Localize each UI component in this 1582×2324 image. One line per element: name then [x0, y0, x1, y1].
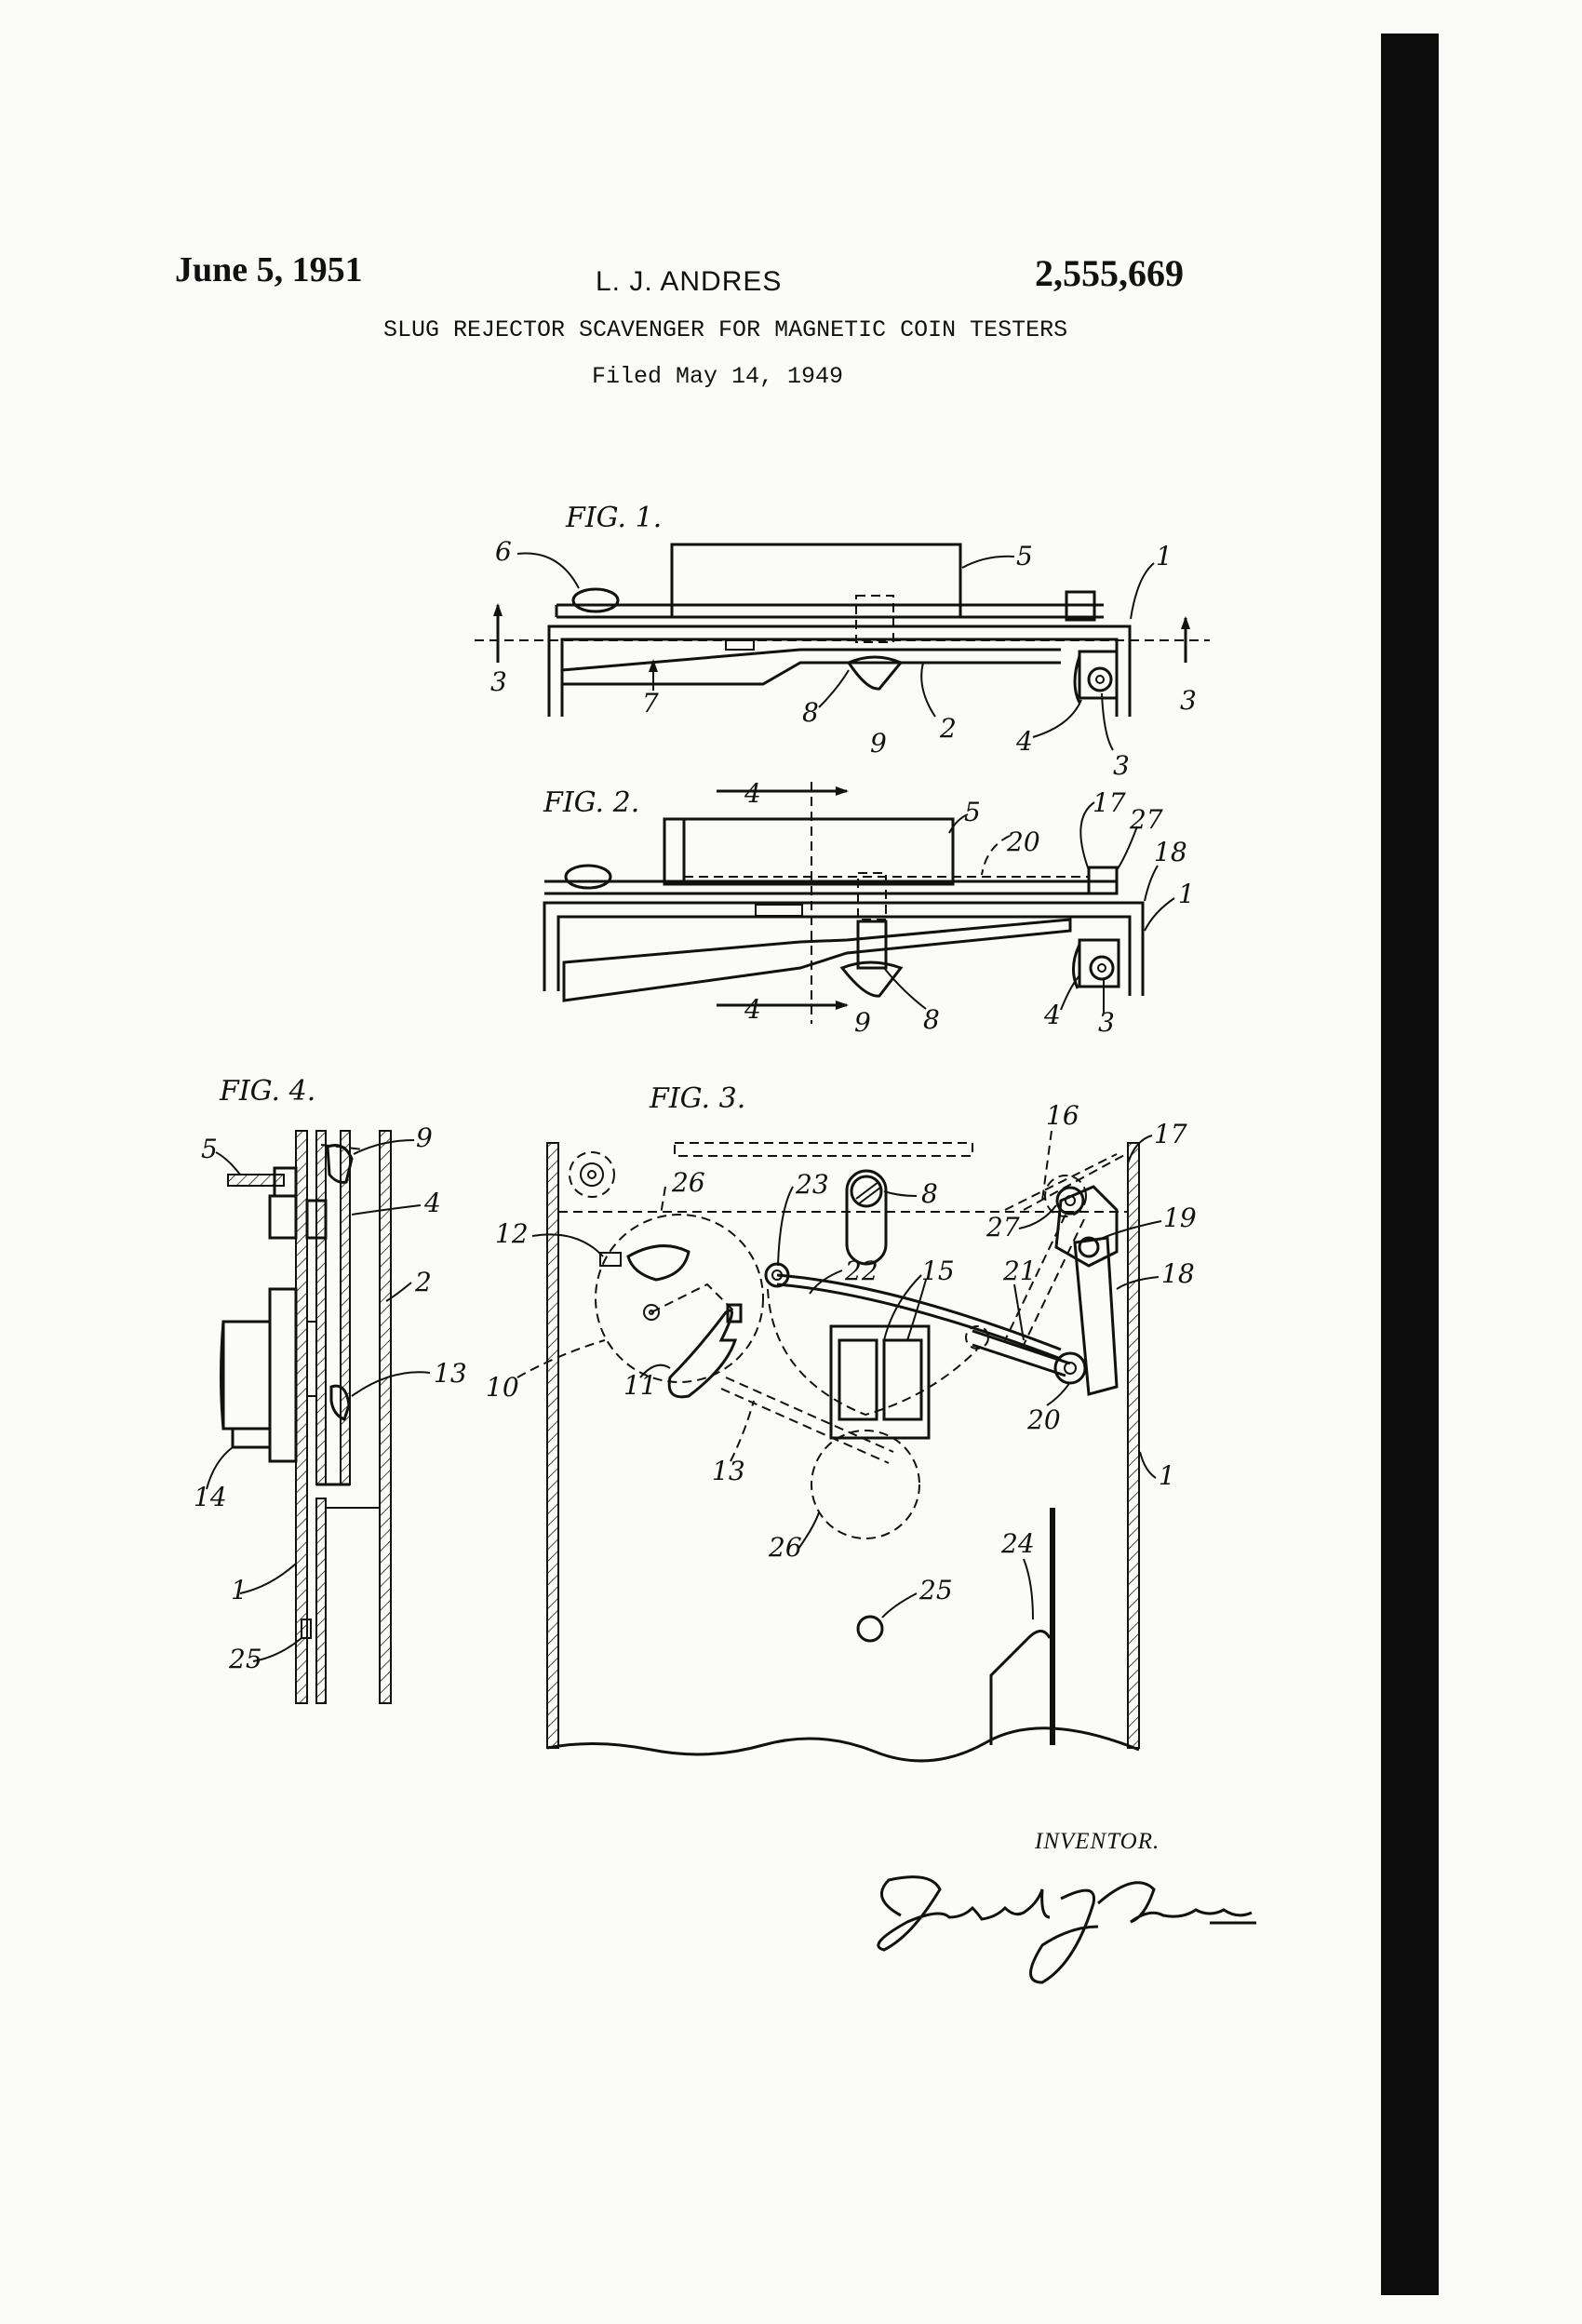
fig3-cam-12 [626, 1244, 690, 1282]
patent-number: 2,555,669 [1035, 252, 1184, 294]
figure-3: FIG. 3. [486, 1082, 1197, 1763]
svg-text:14: 14 [194, 1482, 227, 1512]
svg-text:3: 3 [1098, 1007, 1115, 1038]
svg-text:9: 9 [870, 728, 887, 759]
svg-text:24: 24 [1000, 1528, 1035, 1559]
svg-text:17: 17 [1154, 1119, 1187, 1149]
svg-text:13: 13 [712, 1456, 745, 1486]
figure-2: FIG. 2. 4 4 5 [543, 778, 1195, 1038]
svg-text:18: 18 [1154, 837, 1187, 867]
svg-text:11: 11 [623, 1370, 657, 1401]
svg-text:8: 8 [923, 1004, 940, 1035]
svg-text:13: 13 [434, 1358, 467, 1389]
svg-text:25: 25 [228, 1644, 262, 1674]
svg-text:5: 5 [1016, 541, 1033, 571]
fig3-label: FIG. 3. [649, 1082, 745, 1115]
svg-text:1: 1 [1156, 541, 1173, 571]
svg-text:26: 26 [671, 1167, 705, 1198]
svg-text:12: 12 [495, 1218, 529, 1249]
svg-text:9: 9 [854, 1007, 871, 1038]
fig1-screw [571, 587, 620, 613]
svg-text:23: 23 [795, 1169, 829, 1200]
fig3-finger-11 [667, 1309, 738, 1399]
svg-text:21: 21 [1002, 1256, 1037, 1286]
figure-4: FIG. 4. 5 9 4 2 13 [194, 1075, 467, 1704]
patent-date: June 5, 1951 [175, 250, 363, 289]
svg-text:27: 27 [985, 1212, 1020, 1243]
svg-text:7: 7 [642, 688, 659, 719]
svg-text:25: 25 [918, 1575, 953, 1605]
svg-text:1: 1 [231, 1575, 248, 1605]
inventor-name: L. J. ANDRES [596, 266, 783, 297]
figure-1: FIG. 1. 6 5 1 [475, 502, 1210, 781]
svg-text:8: 8 [802, 697, 819, 728]
svg-text:16: 16 [1046, 1100, 1079, 1131]
svg-text:6: 6 [495, 536, 512, 567]
svg-text:22: 22 [844, 1256, 878, 1286]
svg-text:2: 2 [939, 713, 957, 744]
svg-text:20: 20 [1026, 1404, 1061, 1435]
svg-text:4: 4 [423, 1188, 441, 1218]
svg-text:10: 10 [486, 1372, 519, 1403]
svg-text:4: 4 [744, 994, 761, 1025]
svg-text:2: 2 [414, 1267, 432, 1297]
fig1-label: FIG. 1. [565, 502, 662, 534]
svg-text:4: 4 [1015, 726, 1033, 757]
svg-text:20: 20 [1006, 826, 1040, 857]
svg-text:4: 4 [744, 778, 761, 809]
svg-text:3: 3 [1113, 750, 1130, 781]
svg-text:3: 3 [1180, 685, 1197, 716]
svg-text:8: 8 [921, 1178, 938, 1209]
svg-text:27: 27 [1129, 804, 1163, 835]
svg-text:18: 18 [1161, 1258, 1195, 1289]
svg-text:5: 5 [964, 797, 981, 827]
inventor-signature [877, 1875, 1256, 1984]
svg-text:17: 17 [1093, 787, 1126, 818]
svg-text:1: 1 [1178, 879, 1195, 909]
svg-text:19: 19 [1163, 1202, 1197, 1233]
filing-date: Filed May 14, 1949 [592, 363, 844, 390]
fig1-slug [846, 655, 904, 691]
patent-title: SLUG REJECTOR SCAVENGER FOR MAGNETIC COI… [383, 316, 1068, 343]
inventor-label: INVENTOR. [1035, 1829, 1160, 1854]
svg-text:3: 3 [490, 666, 507, 697]
svg-text:1: 1 [1159, 1460, 1175, 1491]
svg-text:26: 26 [768, 1532, 802, 1563]
scan-edge-bar [1381, 34, 1439, 2295]
svg-text:4: 4 [1043, 1000, 1061, 1030]
svg-text:15: 15 [921, 1256, 955, 1286]
fig4-label: FIG. 4. [219, 1075, 315, 1108]
svg-text:5: 5 [201, 1134, 218, 1164]
fig2-label: FIG. 2. [543, 786, 639, 819]
svg-text:9: 9 [416, 1122, 433, 1153]
